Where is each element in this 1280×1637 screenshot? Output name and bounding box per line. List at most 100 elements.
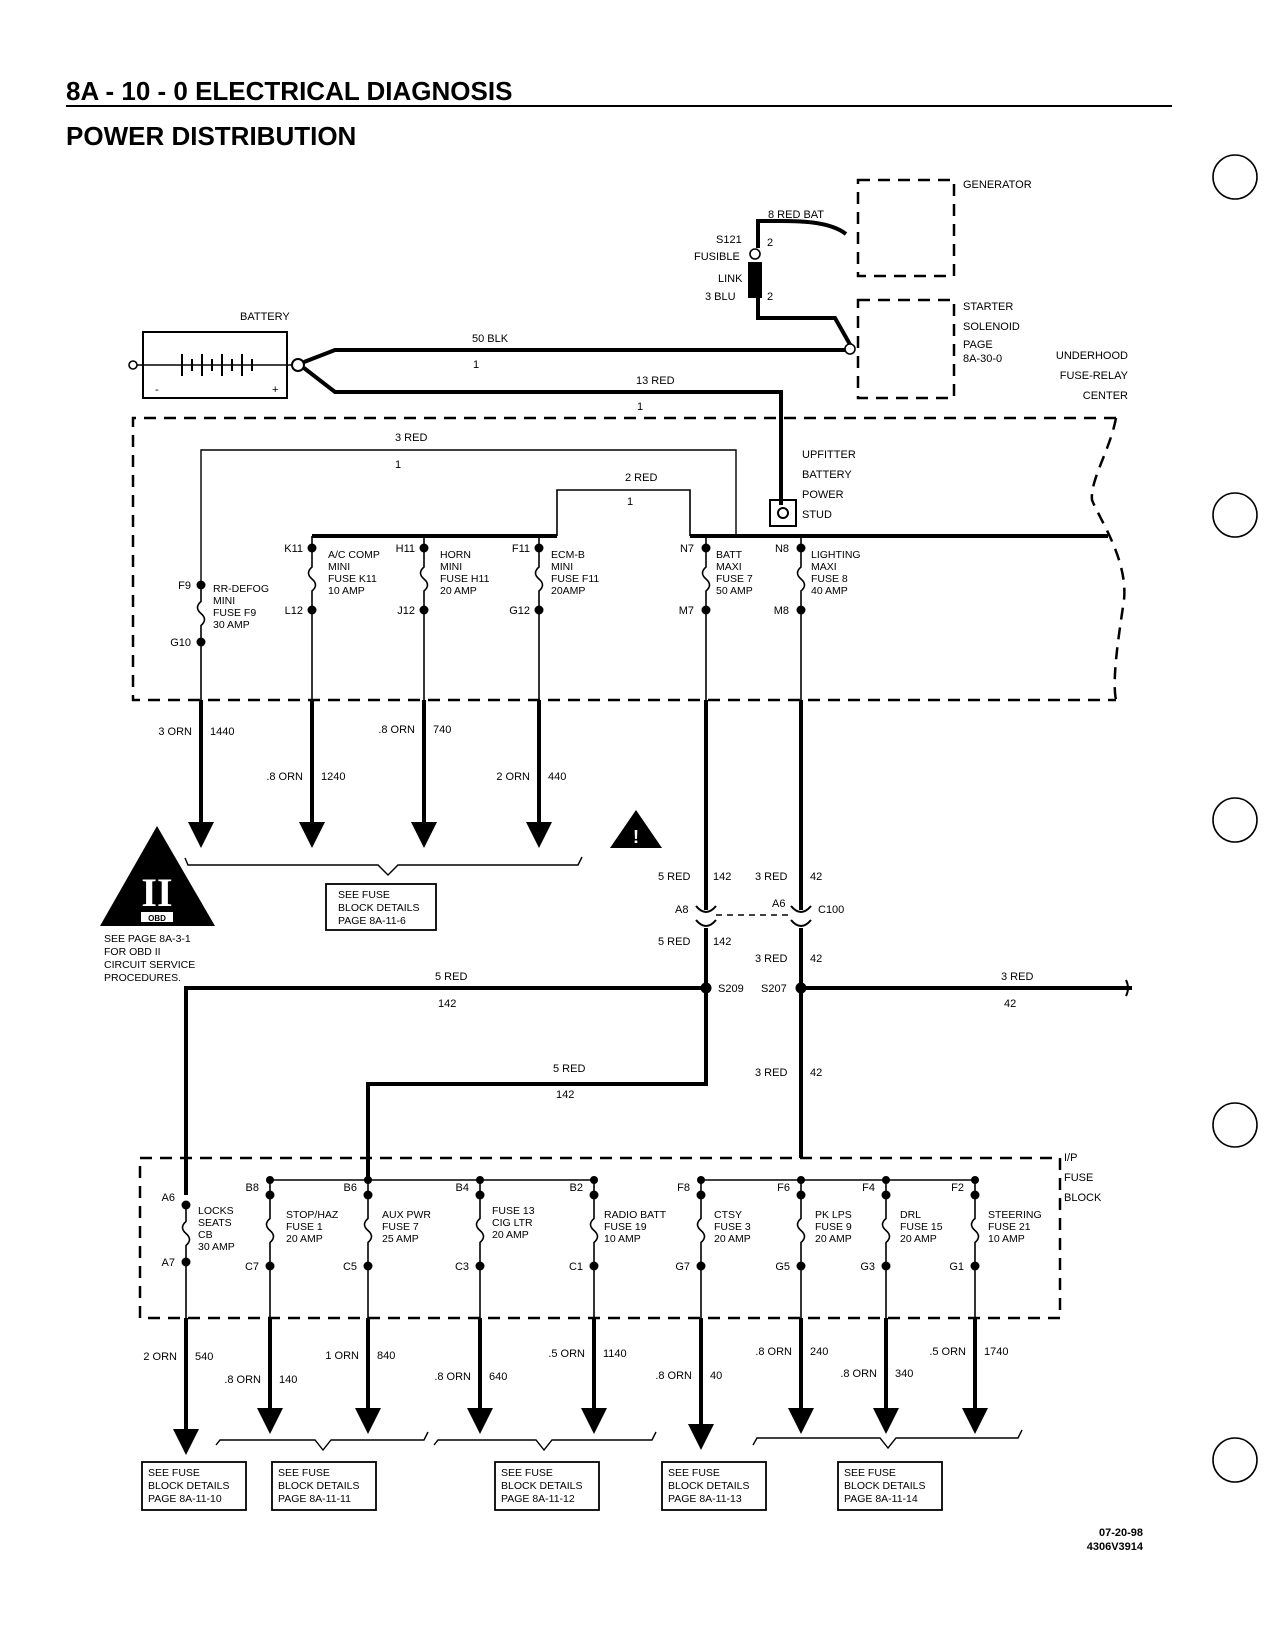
fuse-label: FUSE 13	[492, 1205, 535, 1217]
fusible-link-element	[748, 262, 762, 298]
fuse-element	[796, 1195, 806, 1266]
svg-text:3 RED: 3 RED	[1001, 971, 1033, 983]
circuit-number: 540	[195, 1351, 213, 1363]
wire-size: 3 ORN	[158, 726, 192, 738]
svg-text:FUSIBLE: FUSIBLE	[694, 251, 740, 263]
fuse-cavity-out: J12	[397, 605, 415, 617]
ref-line: SEE FUSE	[844, 1467, 896, 1479]
fuse-cavity-in: B6	[344, 1182, 357, 1194]
fuse-cavity-out: C7	[245, 1261, 259, 1273]
bat-wire	[756, 218, 848, 248]
svg-text:BLOCK DETAILS: BLOCK DETAILS	[338, 902, 420, 914]
wire-arrow	[526, 822, 552, 848]
fuse-cavity-out: G1	[949, 1261, 964, 1273]
fuse-cavity-out: C3	[455, 1261, 469, 1273]
fuse-label: CB	[198, 1229, 213, 1241]
svg-text:SEE FUSE: SEE FUSE	[338, 889, 390, 901]
binder-hole	[1212, 492, 1258, 538]
fuse-label: FUSE 1	[286, 1221, 323, 1233]
warning-triangle	[610, 810, 662, 848]
splice-s207	[795, 982, 807, 994]
fuse-element	[181, 1205, 191, 1262]
fuse-label: AUX PWR	[382, 1209, 431, 1221]
wire-arrow	[581, 1408, 607, 1434]
wire-2-red	[556, 489, 691, 536]
circuit-number: 1740	[984, 1346, 1008, 1358]
splice-s121	[749, 248, 761, 260]
svg-text:SOLENOID: SOLENOID	[963, 321, 1020, 333]
svg-text:50 BLK: 50 BLK	[472, 333, 509, 345]
wire-arrow	[411, 822, 437, 848]
svg-text:BLOCK: BLOCK	[1064, 1192, 1102, 1204]
fuse-label: RADIO BATT	[604, 1209, 667, 1221]
circuit-number: 40	[710, 1370, 722, 1382]
svg-text:FOR OBD II: FOR OBD II	[104, 946, 161, 958]
fuse-label: FUSE 19	[604, 1221, 647, 1233]
ref-line: BLOCK DETAILS	[844, 1480, 926, 1492]
wire-size: .8 ORN	[266, 771, 303, 783]
fuse-label: MINI	[328, 561, 350, 573]
fuse-label: FUSE 15	[900, 1221, 943, 1233]
fuse-element	[475, 1195, 485, 1266]
battery-symbol: - +	[128, 331, 297, 399]
circuit-number: 740	[433, 724, 451, 736]
fuse-cavity-out: M8	[774, 605, 789, 617]
svg-text:I/P: I/P	[1064, 1152, 1077, 1164]
fuse-cavity-in: F2	[951, 1182, 964, 1194]
battery-label: BATTERY	[240, 311, 290, 323]
svg-text:PAGE 8A-11-6: PAGE 8A-11-6	[338, 915, 406, 927]
ref-line: SEE FUSE	[278, 1467, 330, 1479]
svg-text:1: 1	[395, 459, 401, 471]
page-title: POWER DISTRIBUTION	[66, 121, 356, 151]
obd-symbol: II OBD	[100, 826, 215, 926]
fuse-cavity-out: G3	[860, 1261, 875, 1273]
svg-text:S207: S207	[761, 983, 787, 995]
wire-5-red-aux	[366, 988, 708, 1180]
underhood-box	[131, 416, 1116, 702]
fuse-label: FUSE F11	[551, 573, 599, 585]
fuse-label: STEERING	[988, 1209, 1042, 1221]
fuse-cavity-out: A7	[162, 1257, 175, 1269]
fuse-element	[970, 1195, 980, 1266]
upfitter-label: UPFITTER BATTERY POWER STUD	[802, 449, 856, 521]
wire-5-red-left	[184, 986, 706, 1195]
svg-text:OBD: OBD	[148, 914, 166, 923]
ref-box-top: SEE FUSE BLOCK DETAILS PAGE 8A-11-6	[325, 883, 437, 931]
wire-arrow	[688, 1424, 714, 1450]
circuit-number: 1140	[603, 1348, 627, 1360]
fuse-element	[363, 1195, 373, 1266]
fuse-label: STOP/HAZ	[286, 1209, 339, 1221]
svg-text:2 RED: 2 RED	[625, 472, 657, 484]
wire-13-red	[302, 366, 783, 505]
svg-text:FUSE: FUSE	[1064, 1172, 1093, 1184]
svg-text:5 RED: 5 RED	[658, 871, 690, 883]
fuse-label: FUSE 7	[716, 573, 753, 585]
circuit-number: 140	[279, 1374, 297, 1386]
fuse-element	[589, 1195, 599, 1266]
fuse-label: 20 AMP	[900, 1233, 937, 1245]
ip-fuse-block-box	[138, 1156, 1062, 1320]
fuse-label: 50 AMP	[716, 585, 753, 597]
wire-arrow	[788, 1408, 814, 1434]
fuse-cavity-in: F6	[777, 1182, 790, 1194]
fuse-element	[696, 1195, 706, 1266]
fuse-label: 20AMP	[551, 585, 585, 597]
fuse-label: FUSE 7	[382, 1221, 419, 1233]
fuse-label: 30 AMP	[198, 1241, 235, 1253]
svg-text:S209: S209	[718, 983, 744, 995]
svg-text:PROCEDURES.: PROCEDURES.	[104, 972, 181, 984]
fuse-label: 10 AMP	[988, 1233, 1025, 1245]
splice-s209	[700, 982, 712, 994]
